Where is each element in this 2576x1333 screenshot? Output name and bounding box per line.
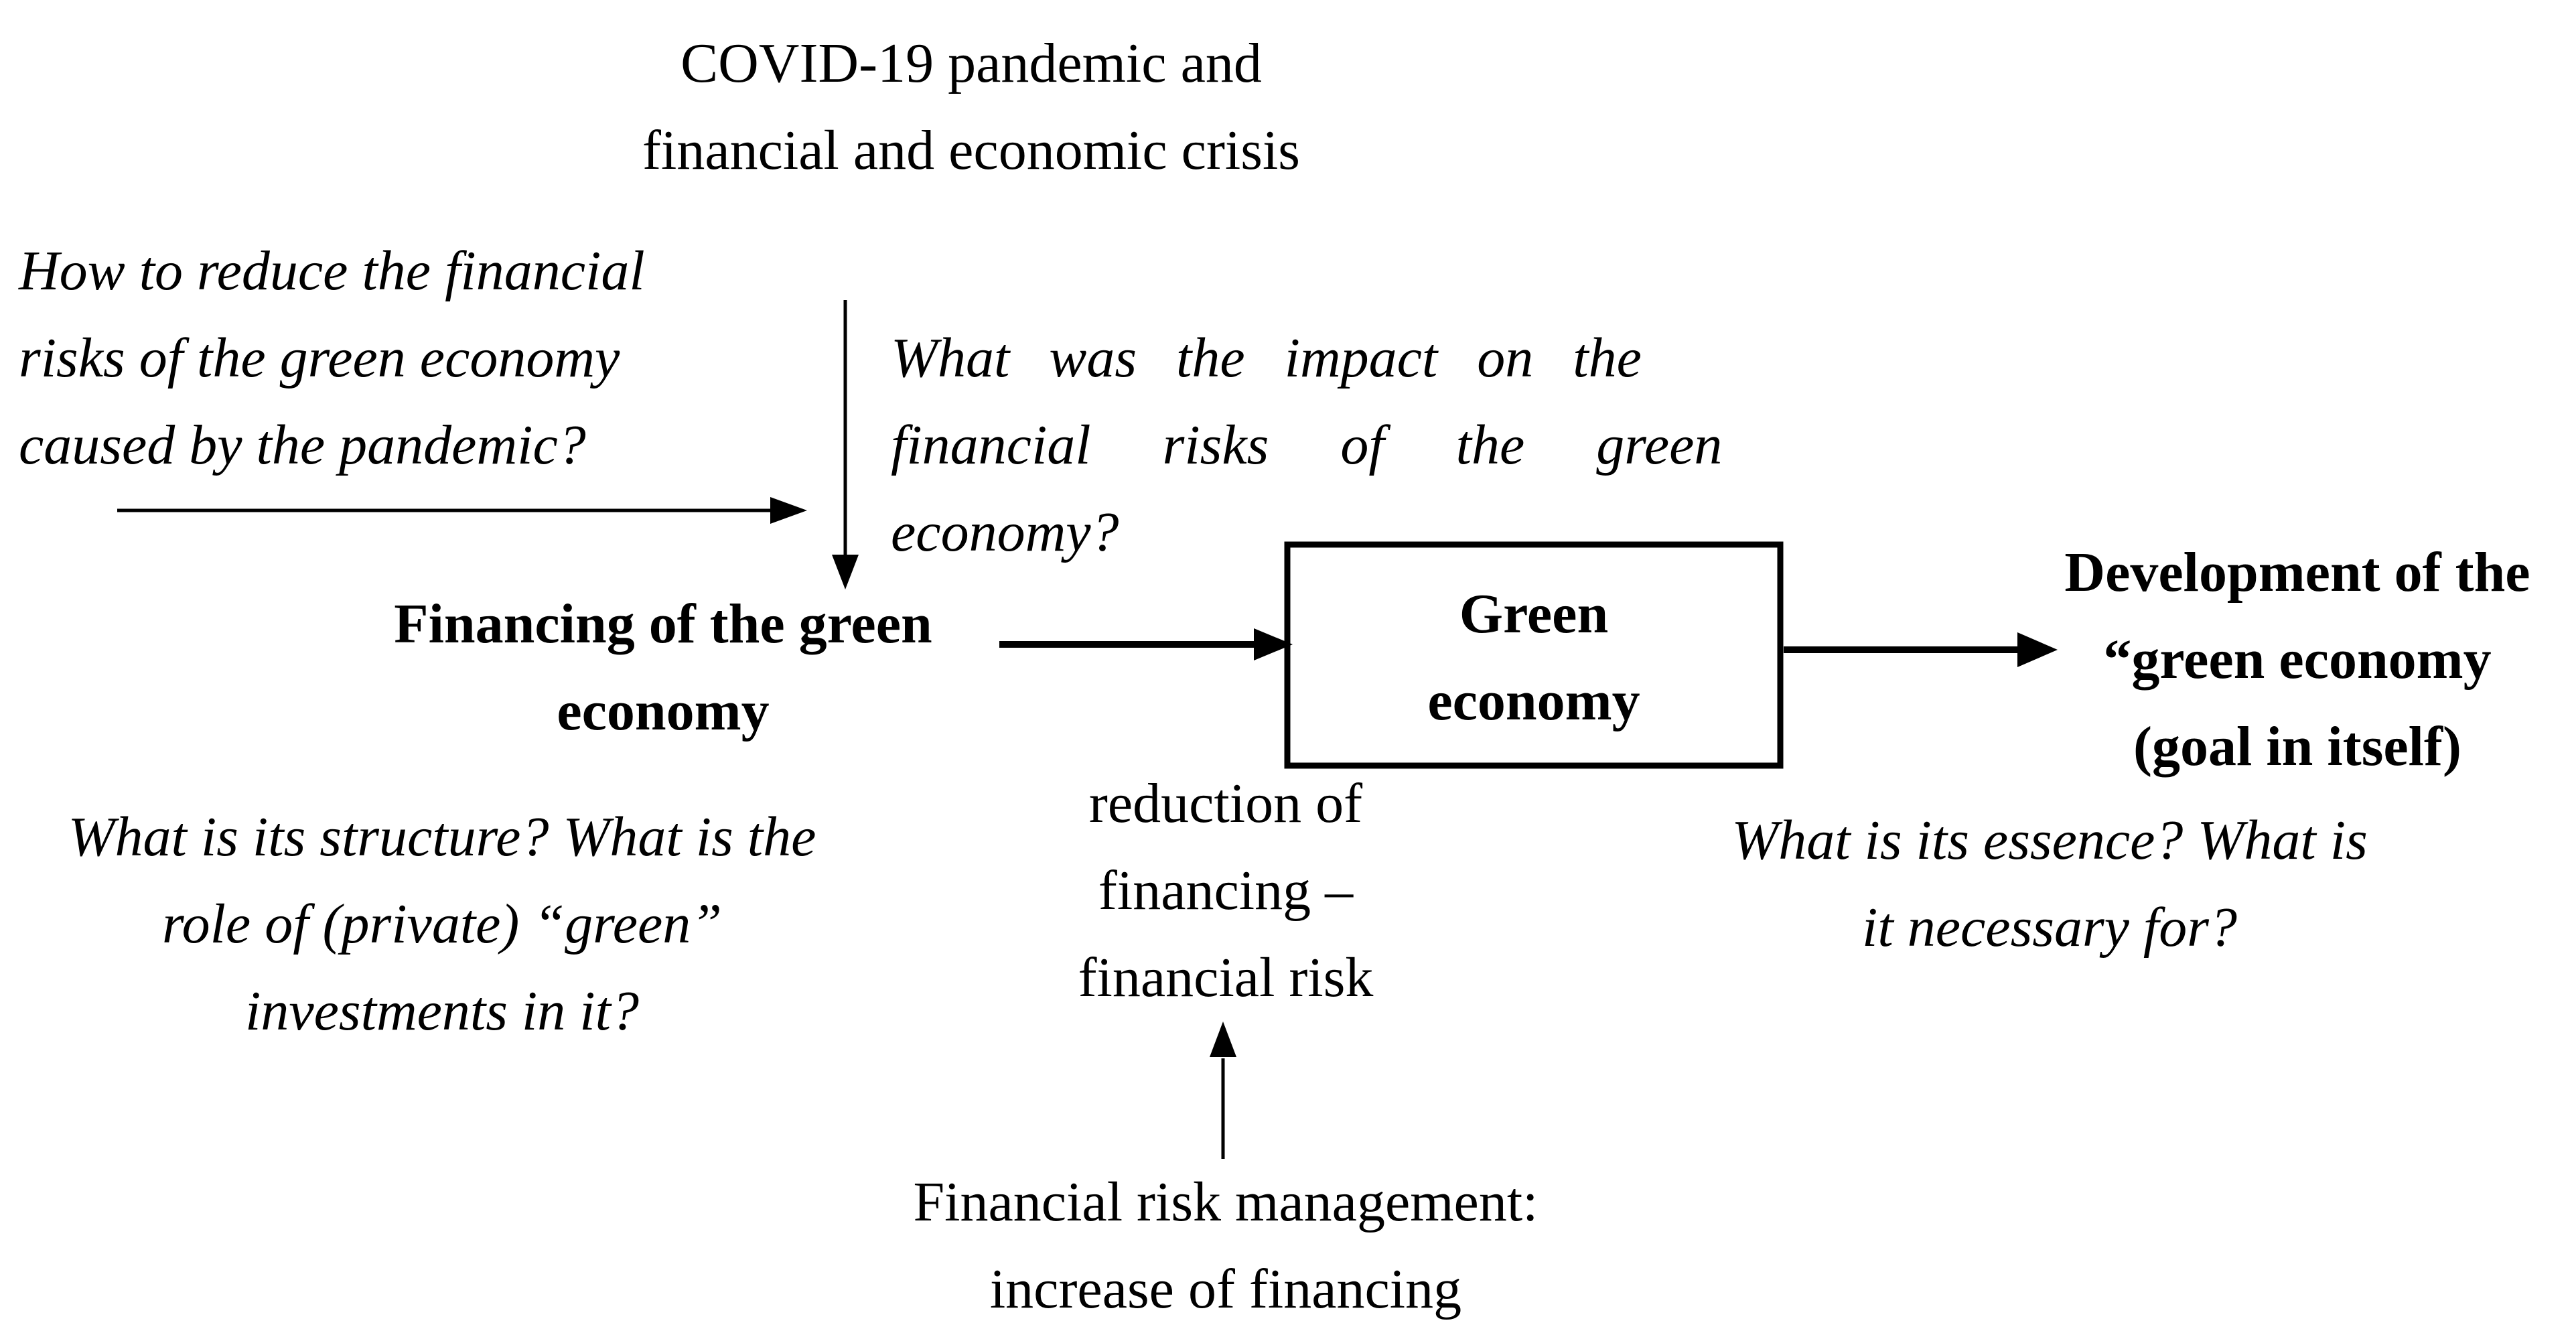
green-economy-box: Green economy xyxy=(1287,571,1780,745)
development-node-line-3: (goal in itself) xyxy=(2133,715,2461,778)
question-structure-line-1: What is its structure? What is the xyxy=(68,806,816,868)
covid-crisis-line-2: financial and economic crisis xyxy=(642,119,1300,182)
arrow-covid-to-financing xyxy=(832,300,859,589)
reduction-label-line-1: reduction of xyxy=(1088,772,1363,835)
reduction-label-line-3: financial risk xyxy=(1078,946,1374,1009)
covid-crisis-line-1: COVID-19 pandemic and xyxy=(681,32,1262,94)
development-node-line-1: Development of the xyxy=(2064,541,2530,604)
question-essence-line-1: What is its essence? What is xyxy=(1731,809,2368,871)
risk-management-line-1: Financial risk management: xyxy=(913,1171,1539,1233)
question-impact-line-3: economy? xyxy=(891,501,1119,563)
green-economy-line-1: Green xyxy=(1459,583,1609,645)
question-structure: What is its structure? What is the role … xyxy=(7,794,877,1055)
financing-node-line-2: economy xyxy=(557,680,770,742)
development-node-line-2: “green economy xyxy=(2103,628,2492,691)
question-structure-line-3: investments in it? xyxy=(245,980,639,1042)
question-reduce-risks-line-3: caused by the pandemic? xyxy=(19,414,586,476)
question-reduce-risks-line-1: How to reduce the financial xyxy=(19,240,645,302)
arrow-risk-management-to-reduction xyxy=(1210,1022,1236,1159)
risk-management-line-2: increase of financing xyxy=(989,1258,1462,1320)
green-economy-line-2: economy xyxy=(1427,670,1640,732)
development-node: Development of the “green economy (goal … xyxy=(2029,529,2565,790)
financing-node-line-1: Financing of the green xyxy=(394,593,932,655)
green-economy-box-frame xyxy=(1284,541,1784,769)
question-impact-line-2: financial risks of the green xyxy=(891,414,1723,476)
question-essence-line-2: it necessary for? xyxy=(1862,896,2237,959)
question-impact-line-1: What was the impact on the xyxy=(891,327,1642,389)
risk-management-node: Financial risk management: increase of f… xyxy=(790,1159,1661,1333)
question-essence: What is its essence? What is it necessar… xyxy=(1674,797,2425,971)
question-structure-line-2: role of (private) “green” xyxy=(162,893,722,955)
covid-crisis-node: COVID-19 pandemic and financial and econ… xyxy=(522,20,1420,194)
arrow-question-to-financing xyxy=(117,497,807,524)
reduction-label-line-2: financing – xyxy=(1098,859,1354,922)
arrow-financing-to-green-economy xyxy=(999,628,1293,660)
financing-node: Financing of the green economy xyxy=(335,581,991,755)
question-reduce-risks: How to reduce the financial risks of the… xyxy=(19,228,782,489)
question-impact: What was the impact on the financial ris… xyxy=(891,315,1755,576)
question-reduce-risks-line-2: risks of the green economy xyxy=(19,327,620,389)
reduction-of-financing-label: reduction of financing – financial risk xyxy=(991,760,1460,1022)
arrow-green-economy-to-development xyxy=(1784,632,2058,667)
